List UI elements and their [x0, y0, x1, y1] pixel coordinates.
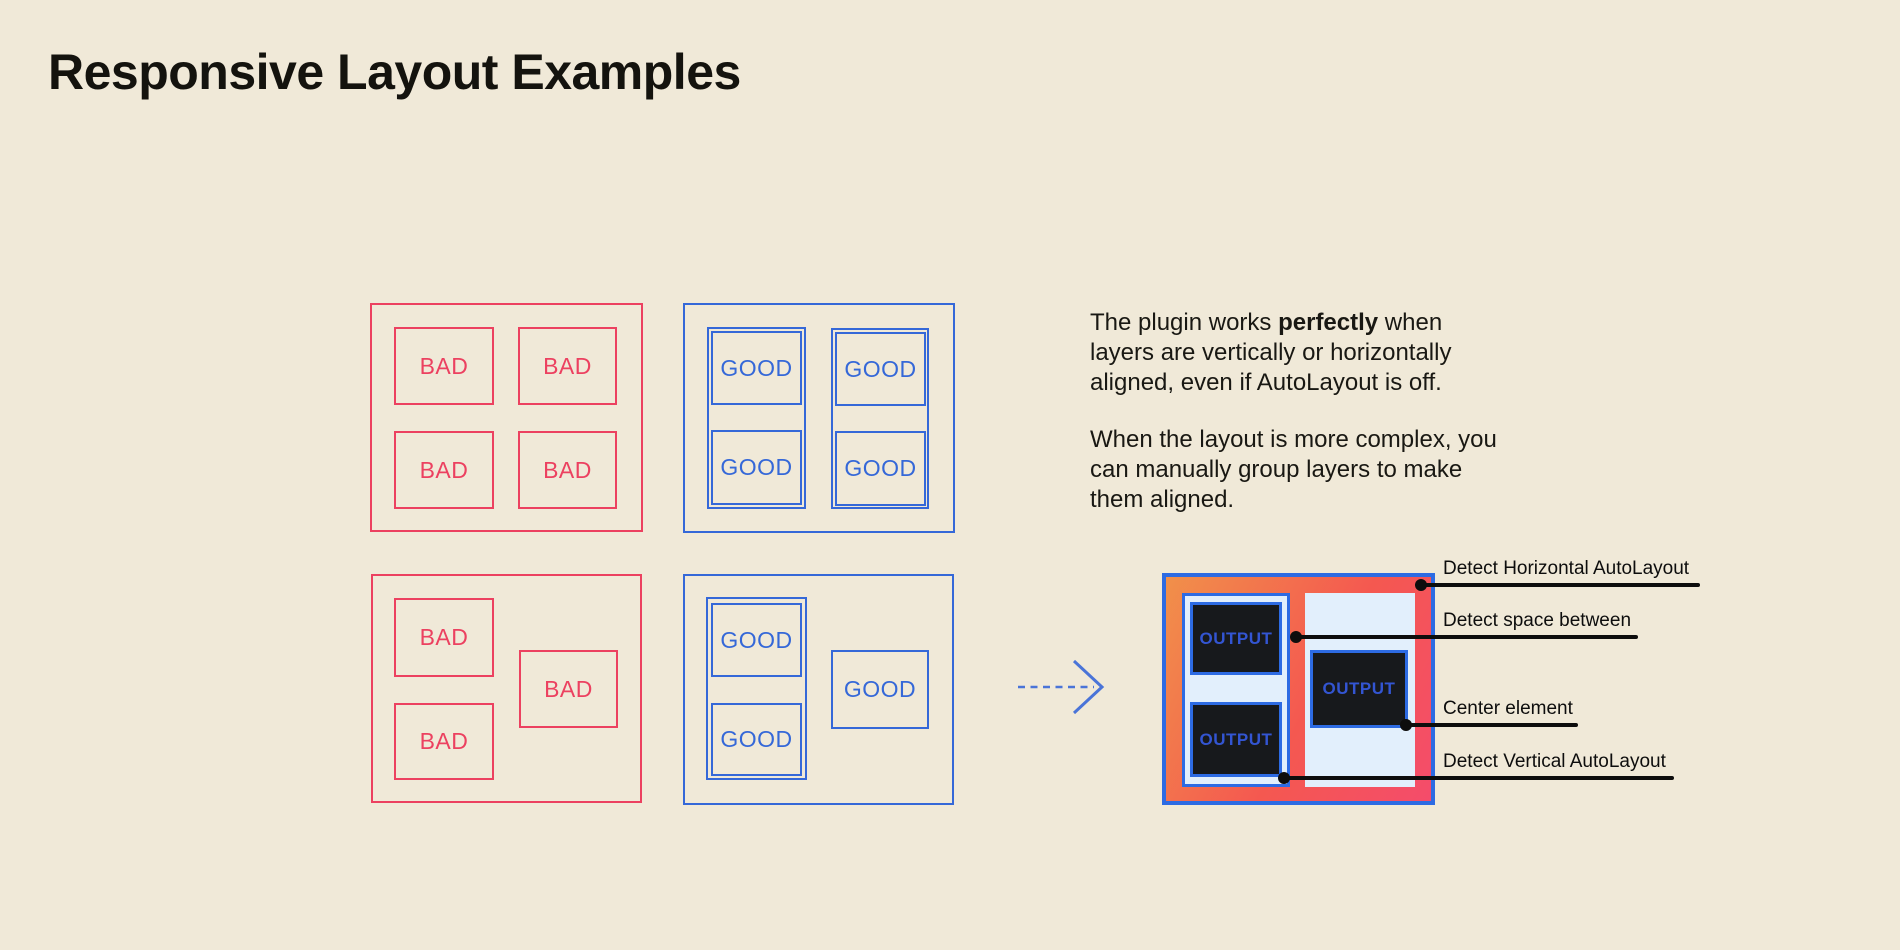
- output-box: OUTPUT: [1190, 602, 1282, 675]
- flow-arrow-icon: [1018, 659, 1105, 715]
- annotation-dot-icon: [1278, 772, 1290, 784]
- good-box: GOOD: [711, 430, 802, 505]
- good-freeform-example: GOOD GOOD GOOD: [683, 574, 954, 805]
- annotation-detect-vertical-autolayout: Detect Vertical AutoLayout: [1278, 751, 1674, 784]
- description-line: The plugin works perfectly when: [1090, 309, 1443, 336]
- annotation-dot-icon: [1415, 579, 1427, 591]
- good-box: GOOD: [835, 431, 926, 506]
- bad-box: BAD: [394, 598, 494, 677]
- description-paragraph-2: When the layout is more complex, you can…: [1090, 425, 1570, 515]
- description-line: aligned, even if AutoLayout is off.: [1090, 369, 1442, 396]
- output-box: OUTPUT: [1310, 650, 1408, 728]
- bad-box: BAD: [394, 327, 494, 405]
- annotation-line: [1415, 579, 1700, 591]
- good-box: GOOD: [835, 332, 926, 406]
- good-box: GOOD: [711, 331, 802, 405]
- annotation-line: [1290, 631, 1638, 643]
- bad-grid-example: BAD BAD BAD BAD: [370, 303, 643, 532]
- good-box: GOOD: [711, 703, 802, 776]
- bad-box: BAD: [394, 431, 494, 509]
- bad-box: BAD: [518, 327, 617, 405]
- annotation-label: Detect Horizontal AutoLayout: [1443, 558, 1690, 579]
- bad-box: BAD: [519, 650, 618, 728]
- description-paragraph-1: The plugin works perfectly when layers a…: [1090, 308, 1570, 398]
- description-line: can manually group layers to make: [1090, 456, 1463, 483]
- good-group-outline: GOOD GOOD: [706, 597, 807, 780]
- annotation-detect-horizontal-autolayout: Detect Horizontal AutoLayout: [1415, 558, 1700, 591]
- annotation-line: [1400, 719, 1578, 731]
- bad-freeform-example: BAD BAD BAD: [371, 574, 642, 803]
- bad-box: BAD: [394, 703, 494, 780]
- annotation-line: [1278, 772, 1674, 784]
- good-grid-example: GOOD GOOD GOOD GOOD: [683, 303, 955, 533]
- annotation-label: Detect space between: [1443, 610, 1632, 631]
- output-box: OUTPUT: [1190, 702, 1282, 777]
- bad-box: BAD: [518, 431, 617, 509]
- vertical-autolayout-panel: OUTPUT OUTPUT: [1182, 593, 1290, 787]
- annotation-detect-space-between: Detect space between: [1290, 610, 1638, 643]
- good-box: GOOD: [831, 650, 929, 729]
- annotation-center-element: Center element: [1400, 698, 1578, 731]
- good-box: GOOD: [711, 603, 802, 677]
- annotation-dot-icon: [1290, 631, 1302, 643]
- description-line: layers are vertically or horizontally: [1090, 339, 1452, 366]
- page-title: Responsive Layout Examples: [48, 44, 741, 100]
- annotation-label: Center element: [1443, 698, 1573, 719]
- output-preview-frame: OUTPUT OUTPUT OUTPUT: [1162, 573, 1435, 805]
- annotation-label: Detect Vertical AutoLayout: [1443, 751, 1666, 772]
- description-line: them aligned.: [1090, 486, 1235, 513]
- good-group-outline: GOOD GOOD: [831, 328, 929, 509]
- description-line: When the layout is more complex, you: [1090, 426, 1497, 453]
- good-group-outline: GOOD GOOD: [707, 327, 806, 509]
- annotation-dot-icon: [1400, 719, 1412, 731]
- description-text: The plugin works perfectly when layers a…: [1090, 308, 1570, 515]
